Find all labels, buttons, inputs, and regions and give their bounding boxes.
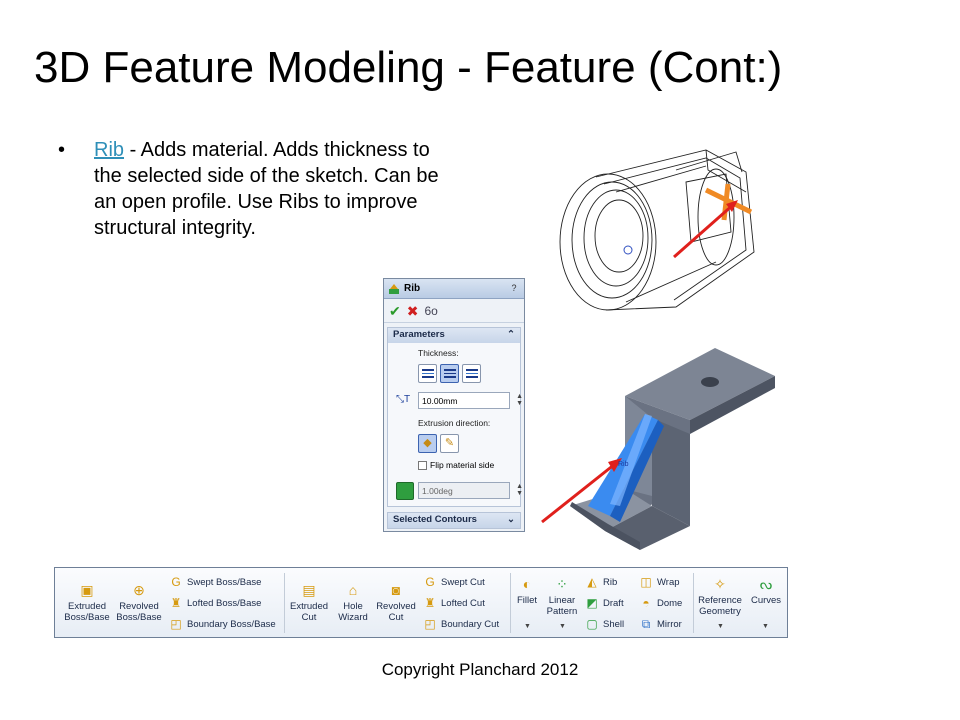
thickness-both-sides-button[interactable] — [440, 364, 459, 383]
fillet-button[interactable]: ◐ Fillet — [516, 576, 538, 606]
extruded-boss-icon: ▣ — [80, 582, 94, 598]
separator — [510, 573, 511, 633]
draft-icon: ◩ — [586, 596, 598, 610]
rib-property-manager: Rib ? ✔ ✖ 6o Parameters ⌃ Thickness: ⤡T … — [383, 278, 525, 532]
swept-cut-icon: G — [425, 575, 435, 589]
collapse-icon[interactable]: ⌃ — [507, 329, 515, 340]
mirror-button[interactable]: ⧉Mirror — [639, 617, 682, 631]
thickness-label: Thickness: — [418, 348, 459, 358]
shell-icon: ▢ — [586, 617, 598, 631]
pm-actions: ✔ ✖ 6o — [384, 299, 524, 323]
draft-angle-input[interactable]: 1.00deg ▲▼ — [418, 482, 523, 499]
bullet-text: Rib - Adds material. Adds thickness to t… — [94, 137, 444, 241]
boundary-cut-button[interactable]: ◰Boundary Cut — [424, 617, 500, 631]
selected-contours-header[interactable]: Selected Contours ⌄ — [388, 513, 520, 528]
parallel-to-sketch-button[interactable]: ◆ — [418, 434, 437, 453]
extruded-cut-button[interactable]: ▤ Extruded Cut — [289, 582, 329, 623]
lofted-boss-button[interactable]: ♜Lofted Boss/Base — [170, 596, 262, 610]
revolved-boss-icon: ⊕ — [133, 582, 145, 598]
wireframe-part-image — [559, 149, 755, 311]
fillet-dropdown-icon[interactable]: ▼ — [524, 623, 531, 630]
copyright-footer: Copyright Planchard 2012 — [381, 660, 579, 679]
draft-toggle-icon[interactable] — [396, 482, 414, 500]
pm-title: Rib — [404, 283, 421, 294]
reference-geometry-button[interactable]: ✧ Reference Geometry — [698, 576, 742, 617]
fillet-icon: ◐ — [522, 576, 532, 592]
cancel-x-icon[interactable]: ✖ — [406, 302, 419, 319]
extrusion-direction-options: ◆ ✎ — [418, 434, 459, 453]
revolved-boss-button[interactable]: ⊕ Revolved Boss/Base — [116, 582, 162, 623]
revolved-cut-icon: ◙ — [391, 582, 401, 598]
slide-title: 3D Feature Modeling - Feature (Cont:) — [34, 43, 783, 92]
linear-pattern-button[interactable]: ⁘ Linear Pattern — [546, 576, 578, 617]
wrap-icon: ◫ — [640, 575, 652, 589]
extruded-cut-icon: ▤ — [302, 582, 316, 598]
curves-button[interactable]: ᔓ Curves — [750, 576, 782, 606]
rib-button[interactable]: ◭Rib — [585, 575, 617, 589]
parameters-header[interactable]: Parameters ⌃ — [388, 328, 520, 343]
boundary-boss-button[interactable]: ◰Boundary Boss/Base — [170, 617, 276, 631]
swept-boss-icon: G — [171, 575, 181, 589]
thickness-spinner-icon[interactable]: ▲▼ — [516, 393, 523, 407]
rib-feature-icon — [389, 283, 399, 294]
rib-part-image: Rib — [541, 348, 775, 550]
wrap-button[interactable]: ◫Wrap — [640, 575, 680, 589]
hole-wizard-icon: ⌂ — [348, 582, 358, 598]
draft-button[interactable]: ◩Draft — [586, 596, 624, 610]
flip-material-side[interactable]: Flip material side — [418, 460, 494, 470]
bullet-marker: • — [58, 139, 66, 161]
detailed-preview-icon[interactable]: 6o — [424, 303, 438, 318]
curves-icon: ᔓ — [759, 576, 773, 592]
separator — [284, 573, 285, 633]
thickness-input[interactable]: 10.00mm ▲▼ — [418, 392, 523, 409]
linear-pattern-dropdown-icon[interactable]: ▼ — [559, 623, 566, 630]
features-commandmanager: ▣ Extruded Boss/Base ⊕ Revolved Boss/Bas… — [54, 567, 788, 638]
rib-icon: ◭ — [587, 575, 597, 589]
separator — [693, 573, 694, 633]
selected-contours-group: Selected Contours ⌄ — [387, 512, 521, 529]
help-icon[interactable]: ? — [511, 282, 517, 293]
extruded-boss-button[interactable]: ▣ Extruded Boss/Base — [64, 582, 110, 623]
shell-button[interactable]: ▢Shell — [586, 617, 625, 631]
lofted-cut-button[interactable]: ♜Lofted Cut — [424, 596, 485, 610]
pm-header: Rib ? — [384, 279, 524, 299]
expand-icon[interactable]: ⌄ — [507, 514, 515, 525]
thickness-first-side-button[interactable] — [418, 364, 437, 383]
mirror-icon: ⧉ — [641, 617, 651, 631]
thickness-options — [418, 364, 481, 383]
flip-material-checkbox[interactable] — [418, 460, 427, 470]
hole-wizard-button[interactable]: ⌂ Hole Wizard — [338, 582, 368, 623]
bullet-description: - Adds material. Adds thickness to the s… — [94, 139, 439, 239]
thickness-dimension-icon: ⤡T — [396, 394, 411, 405]
draft-spinner-icon[interactable]: ▲▼ — [516, 483, 523, 497]
normal-to-sketch-button[interactable]: ✎ — [440, 434, 459, 453]
curves-dropdown-icon[interactable]: ▼ — [762, 623, 769, 630]
boundary-cut-icon: ◰ — [424, 617, 436, 631]
linear-pattern-icon: ⁘ — [556, 576, 568, 592]
reference-geometry-icon: ✧ — [714, 576, 726, 592]
dome-icon: ◓ — [642, 596, 650, 610]
boundary-boss-icon: ◰ — [170, 617, 182, 631]
ok-check-icon[interactable]: ✔ — [389, 302, 401, 319]
dome-button[interactable]: ◓Dome — [639, 596, 682, 610]
revolved-cut-button[interactable]: ◙ Revolved Cut — [376, 582, 416, 623]
rib-link[interactable]: Rib — [94, 139, 125, 161]
lofted-boss-icon: ♜ — [170, 596, 182, 610]
thickness-second-side-button[interactable] — [462, 364, 481, 383]
reference-geometry-dropdown-icon[interactable]: ▼ — [717, 623, 724, 630]
lofted-cut-icon: ♜ — [424, 596, 436, 610]
extrusion-direction-label: Extrusion direction: — [418, 418, 491, 428]
parameters-group: Parameters ⌃ Thickness: ⤡T 10.00mm ▲▼ Ex… — [387, 327, 523, 507]
svg-text:Rib: Rib — [618, 461, 629, 468]
